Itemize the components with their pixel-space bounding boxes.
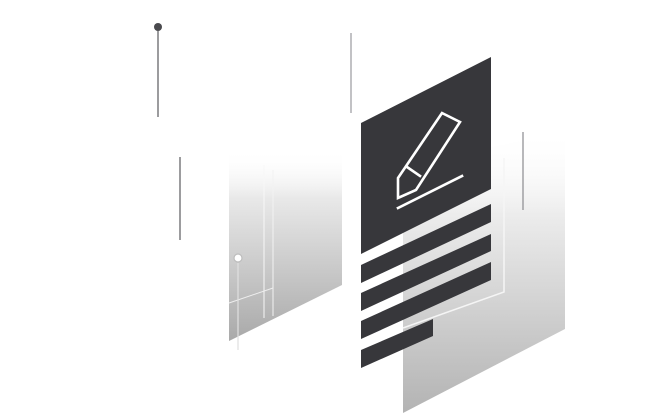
document-header-block — [361, 57, 491, 254]
document-text-stripe — [361, 204, 491, 283]
right-back-panel-outline — [402, 158, 505, 329]
document-text-stripe — [361, 262, 491, 339]
document-text-stripe-short — [361, 319, 433, 368]
pencil-icon — [396, 111, 464, 210]
document-text-stripe — [361, 234, 491, 311]
decor-ring — [233, 253, 243, 263]
left-back-panel — [229, 150, 342, 341]
decor-dot — [154, 23, 162, 31]
left-panel-diagonal-line — [228, 287, 274, 304]
